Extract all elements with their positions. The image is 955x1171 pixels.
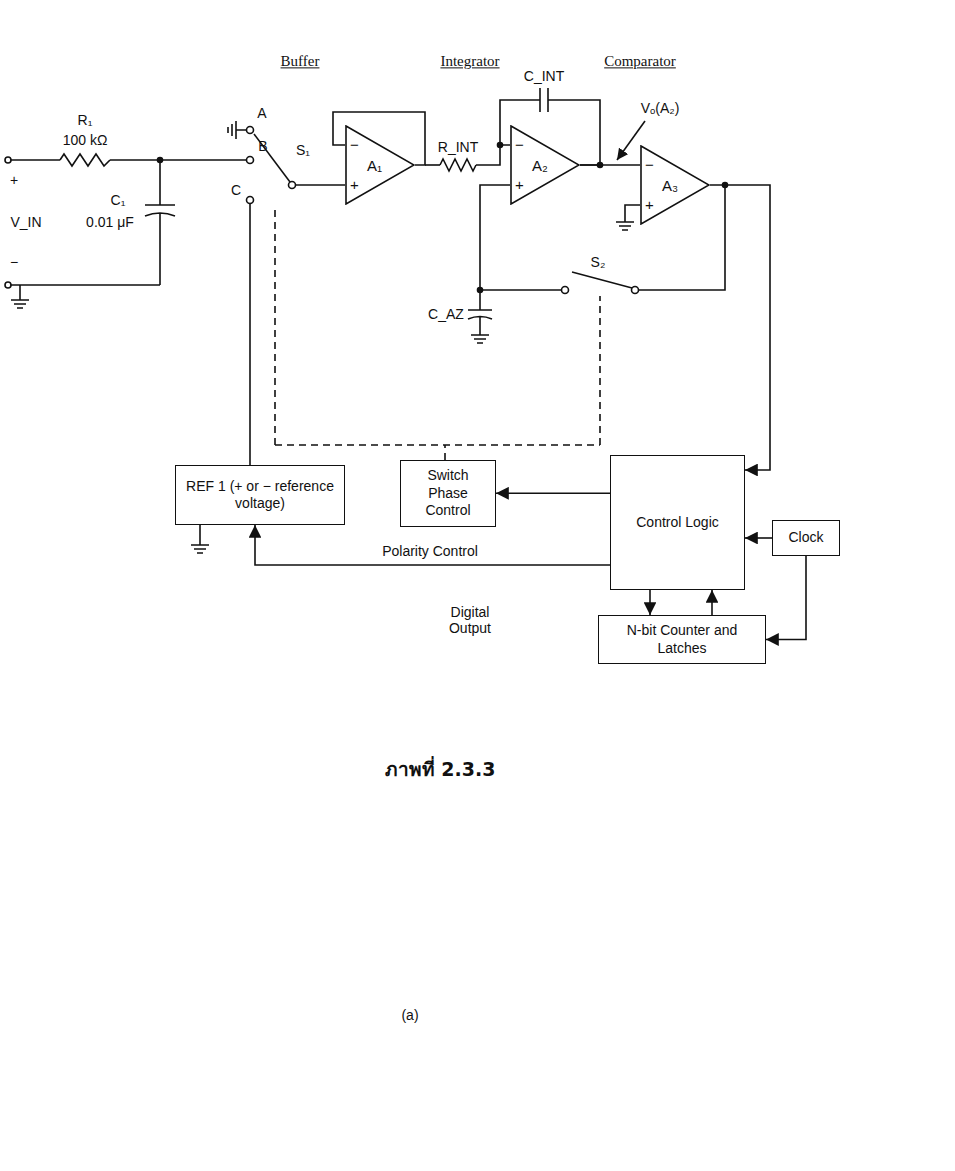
input-network [11,285,29,308]
opamp-integrator: A₂− + [510,125,580,205]
selector-switch [249,204,251,465]
selector-switch [247,157,254,164]
resistor-label: R₁ [78,112,93,128]
opamp-name: A₁ [367,158,382,173]
switch-terminal: C [231,182,241,198]
signal-connector [580,164,640,166]
clock-box: Clock [772,520,840,556]
capacitor-value: 0.01 μF [86,214,134,230]
selector-switch [254,134,290,182]
input-network [110,159,246,161]
integrator-network [498,143,503,148]
signal-connector [649,590,651,615]
opamp-buffer: A₁− + [345,125,415,205]
signal-name: Vₒ(A₂) [641,100,680,116]
input-network [60,154,110,166]
capacitor-label: C_INT [524,68,564,84]
opamp-triangle [511,126,579,204]
input-sign: − [350,137,359,152]
input-sign: + [645,197,654,212]
input-sign: + [515,177,524,192]
auto-zero-network [478,288,483,293]
selector-switch [228,121,345,465]
output-label: Digital Output [437,604,503,636]
switch-control-box: Switch Phase Control [400,460,496,527]
input-network [5,154,246,308]
connector-label: Polarity Control [379,543,481,559]
capacitor-label: C₁ [111,192,126,208]
reference-ground [191,525,209,553]
input-network [5,157,11,163]
box-text: Control Logic [636,514,719,532]
section-heading: Buffer [281,53,320,70]
auto-zero-network [468,183,728,344]
opamp-triangle [641,146,709,224]
auto-zero-network [562,287,569,294]
control-logic-box: Control Logic [610,455,745,590]
resistor-value: 100 kΩ [63,132,108,148]
switch-name: S₁ [296,142,310,158]
terminal-sign: − [10,254,18,270]
switch-control-dashes [275,206,600,460]
signal-name: V_IN [10,214,41,230]
selector-switch [289,182,296,189]
selector-switch [247,127,254,134]
input-network [5,282,11,288]
input-sign: − [645,157,654,172]
box-text: Switch Phase Control [409,467,487,520]
selector-switch [247,197,254,204]
box-text: Clock [788,529,823,547]
selector-switch [228,121,246,139]
signal-connector [496,492,610,494]
resistor-label: R_INT [438,139,478,155]
reference-box: REF 1 (+ or − reference voltage) [175,465,345,525]
section-heading: Comparator [604,53,676,70]
signal-connector [745,537,772,539]
switch-terminal: B [258,138,267,154]
auto-zero-network [572,272,632,288]
opamp-name: A₃ [662,178,678,193]
switch-control-dashes [275,206,600,460]
signal-connector [710,185,770,470]
input-sign: + [350,177,359,192]
signal-connector [255,525,610,565]
auto-zero-network [632,287,639,294]
capacitor-label: C_AZ [428,306,464,322]
reference-ground [191,525,209,553]
input-network [8,159,60,161]
input-network [158,158,163,163]
switch-name: S₂ [591,254,606,270]
figure-caption: ภาพที่ 2.3.3 [385,759,496,781]
auto-zero-network [480,289,561,291]
opamp-triangle [346,126,414,204]
box-text: REF 1 (+ or − reference voltage) [184,478,336,513]
section-heading: Integrator [440,53,499,70]
input-network [8,160,175,285]
integrator-network [440,159,476,171]
counter-box: N-bit Counter and Latches [598,615,766,664]
input-sign: − [515,137,524,152]
terminal-sign: + [10,172,18,188]
comparator-ground [616,205,640,230]
integrator-network [476,145,510,165]
signal-connector [766,556,806,640]
signal-connector [711,590,713,615]
comparator-ground [616,205,640,230]
integrator-network [425,164,440,166]
auto-zero-network [468,185,510,343]
switch-terminal: A [257,105,266,121]
selector-switch [296,184,345,186]
figure-letter: (a) [401,1007,418,1023]
opamp-name: A₂ [532,158,548,173]
box-text: N-bit Counter and Latches [607,622,757,657]
opamp-comparator: A₃− + [640,145,710,225]
